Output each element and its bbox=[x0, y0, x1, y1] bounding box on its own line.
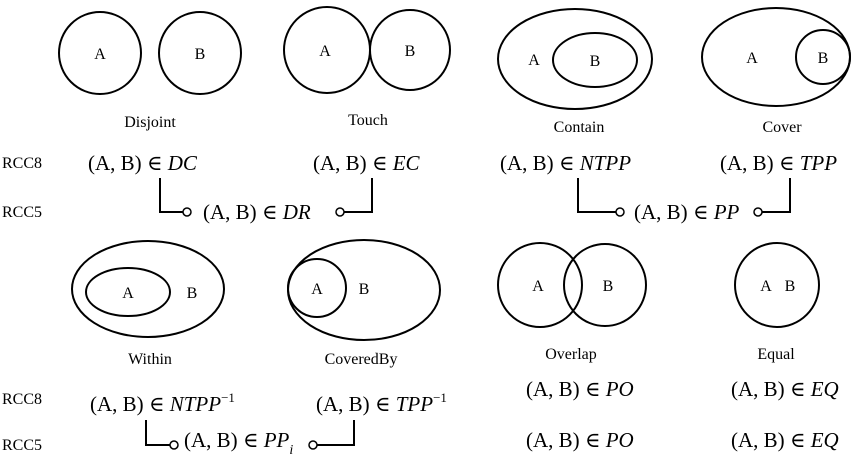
region-a bbox=[497, 8, 653, 110]
connector-dot bbox=[753, 207, 763, 217]
caption-within: Within bbox=[128, 351, 172, 368]
contain-figure: A B bbox=[497, 8, 653, 110]
rcc8-dc: (A, B) ∈ DC bbox=[88, 151, 198, 175]
label-b: B bbox=[603, 278, 614, 295]
connector-dot bbox=[169, 440, 179, 450]
caption-contain: Contain bbox=[554, 119, 605, 136]
region-b bbox=[563, 243, 647, 327]
label-a: A bbox=[319, 43, 331, 60]
region-a bbox=[58, 11, 142, 95]
caption-overlap: Overlap bbox=[545, 346, 597, 363]
coveredby-figure: A B bbox=[287, 239, 441, 341]
rcc8-tpp-inverse: (A, B) ∈ TPP−1 bbox=[316, 390, 447, 416]
rcc5-po: (A, B) ∈ PO bbox=[526, 428, 634, 452]
caption-equal: Equal bbox=[757, 346, 795, 363]
region-a bbox=[497, 242, 583, 328]
region-a bbox=[85, 267, 171, 317]
overlap-figure: A B bbox=[497, 242, 647, 328]
label-b: B bbox=[187, 285, 198, 302]
rcc8-ntpp: (A, B) ∈ NTPP bbox=[500, 151, 631, 175]
disjoint-figure: A B bbox=[58, 11, 242, 95]
caption-cover: Cover bbox=[762, 119, 802, 136]
label-b: B bbox=[405, 43, 416, 60]
label-a: A bbox=[122, 285, 134, 302]
region-b bbox=[158, 11, 242, 95]
region-b bbox=[552, 32, 638, 88]
label-a: A bbox=[532, 278, 544, 295]
connector-pp bbox=[577, 178, 791, 217]
rcc5-eq: (A, B) ∈ EQ bbox=[731, 428, 839, 452]
rcc8-po: (A, B) ∈ PO bbox=[526, 377, 634, 401]
row-label-rcc8-bottom: RCC8 bbox=[2, 391, 42, 408]
label-b: B bbox=[590, 53, 601, 70]
rcc8-tpp: (A, B) ∈ TPP bbox=[720, 151, 837, 175]
region-b bbox=[795, 29, 851, 85]
label-b: B bbox=[195, 46, 206, 63]
connector-dr bbox=[159, 178, 373, 217]
rcc8-ntpp-inverse: (A, B) ∈ NTPP−1 bbox=[90, 390, 235, 416]
row-label-rcc5-top: RCC5 bbox=[2, 204, 42, 221]
region-a bbox=[287, 258, 347, 318]
rcc5-pp: (A, B) ∈ PP bbox=[634, 200, 740, 224]
label-b: B bbox=[818, 50, 829, 67]
equal-figure: A B bbox=[734, 242, 820, 328]
within-figure: A B bbox=[71, 240, 225, 338]
rcc5-ppi: (A, B) ∈ PPi bbox=[184, 428, 293, 458]
label-a: A bbox=[311, 281, 323, 298]
region-b bbox=[369, 9, 451, 91]
connector-ppi bbox=[145, 420, 355, 450]
row-label-rcc8-top: RCC8 bbox=[2, 155, 42, 172]
touch-figure: A B bbox=[283, 6, 451, 94]
region-ab bbox=[734, 242, 820, 328]
connector-dot bbox=[615, 207, 625, 217]
cover-figure: A B bbox=[701, 7, 851, 107]
region-b bbox=[71, 240, 225, 338]
rcc8-ec: (A, B) ∈ EC bbox=[313, 151, 421, 175]
connector-dot bbox=[182, 207, 192, 217]
caption-disjoint: Disjoint bbox=[124, 114, 176, 131]
label-a: A bbox=[94, 46, 106, 63]
row-label-rcc5-bottom: RCC5 bbox=[2, 437, 42, 454]
label-b: B bbox=[785, 278, 796, 295]
rcc8-eq: (A, B) ∈ EQ bbox=[731, 377, 839, 401]
rcc5-dr: (A, B) ∈ DR bbox=[203, 200, 311, 224]
label-b: B bbox=[359, 281, 370, 298]
connector-dot bbox=[308, 440, 318, 450]
caption-coveredby: CoveredBy bbox=[325, 351, 398, 368]
label-a: A bbox=[760, 278, 772, 295]
caption-touch: Touch bbox=[348, 112, 388, 129]
label-a: A bbox=[528, 52, 540, 69]
label-a: A bbox=[746, 50, 758, 67]
connector-dot bbox=[335, 207, 345, 217]
